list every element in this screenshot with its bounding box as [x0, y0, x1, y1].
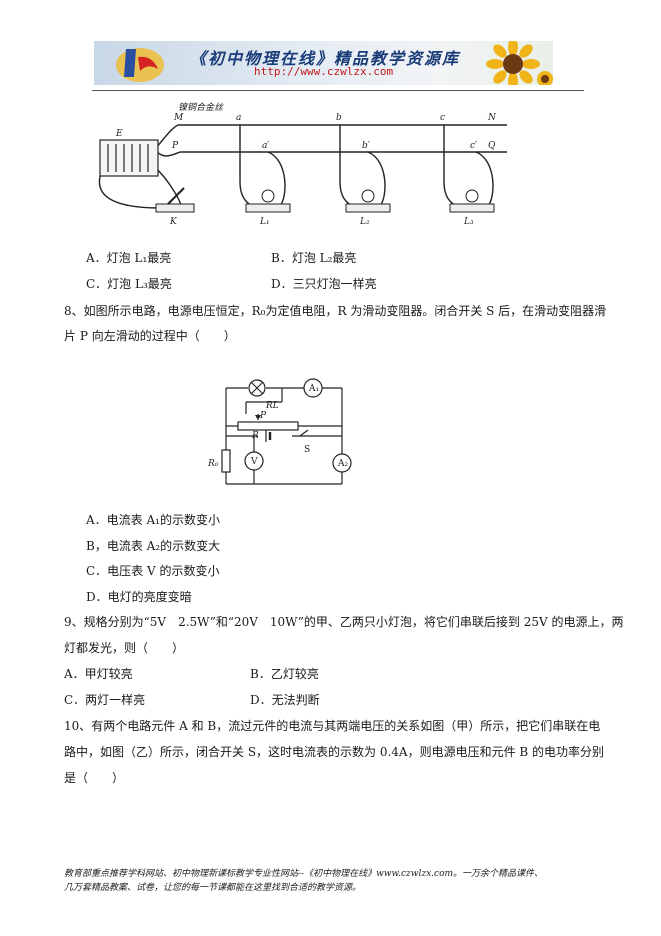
q9-stem-line1: 9、规格分别为“5V 2.5W”和“20V 10W”的甲、乙两只小灯泡，将它们串… [64, 615, 624, 629]
svg-text:RL: RL [265, 401, 279, 411]
svg-text:L₁: L₁ [259, 217, 270, 227]
svg-text:V: V [250, 457, 258, 467]
battery-icon [99, 139, 159, 177]
svg-text:c′: c′ [470, 141, 477, 151]
svg-text:a′: a′ [262, 141, 269, 151]
battery-icon [265, 430, 272, 442]
knife-switch-icon [155, 187, 195, 213]
q7-option-b: B．灯泡 L₂最亮 [271, 251, 357, 265]
resistor-r0-icon [221, 449, 231, 473]
svg-text:A₁: A₁ [308, 384, 319, 394]
q8-stem-line1: 8、如图所示电路，电源电压恒定，R₀为定值电阻，R 为滑动变阻器。闭合开关 S … [64, 304, 607, 318]
svg-text:Q: Q [488, 141, 496, 151]
svg-text:S: S [304, 445, 310, 455]
svg-text:b: b [336, 113, 342, 123]
svg-text:b′: b′ [362, 141, 370, 151]
q9-option-a: A．甲灯较亮 [64, 667, 133, 681]
header-rule [92, 90, 584, 91]
svg-text:L₂: L₂ [359, 217, 370, 227]
lamp-icon [248, 379, 266, 397]
q9-option-d: D．无法判断 [250, 693, 320, 707]
svg-text:c: c [440, 113, 445, 123]
q8-option-b: B，电流表 A₂的示数变大 [86, 539, 221, 553]
svg-text:a: a [236, 113, 241, 123]
svg-text:A₂: A₂ [337, 459, 348, 469]
svg-text:R: R [251, 431, 259, 441]
q9-stem-line2: 灯都发光，则（ ） [64, 641, 185, 655]
site-logo [116, 48, 164, 82]
banner-url[interactable]: http://www.czwlzx.com [254, 65, 394, 78]
q10-stem-line3: 是（ ） [64, 771, 125, 785]
q8-option-c: C．电压表 V 的示数变小 [86, 564, 220, 578]
sunflower-image [486, 41, 553, 85]
svg-text:K: K [169, 217, 178, 227]
ammeter-a2-icon [332, 453, 352, 473]
svg-text:L₃: L₃ [463, 217, 474, 227]
q10-stem-line1: 10、有两个电路元件 A 和 B，流过元件的电流与其两端电压的关系如图（甲）所示… [64, 719, 601, 733]
header-banner: 《初中物理在线》精品教学资源库 http://www.czwlzx.com [94, 41, 553, 85]
q7-wire-figure: 镍铜合金丝 E M N P Q K a b c a′ b′ c′ L₁ L₂ L… [98, 102, 507, 227]
q7-option-c: C．灯泡 L₃最亮 [86, 277, 172, 291]
q7-option-a: A．灯泡 L₁最亮 [86, 251, 172, 265]
bulb-board-icon [245, 189, 495, 213]
wire-label: 镍铜合金丝 [178, 102, 224, 113]
q8-circuit-diagram: A₁ A₂ V RL P R R₀ S [208, 378, 352, 485]
q8-stem-line2: 片 P 向左滑动的过程中（ ） [64, 329, 236, 343]
q9-option-c: C．两灯一样亮 [64, 693, 146, 707]
svg-text:P: P [171, 141, 179, 151]
svg-text:M: M [173, 113, 184, 123]
q10-stem-line2: 路中，如图（乙）所示，闭合开关 S，这时电流表的示数为 0.4A，则电源电压和元… [64, 745, 605, 759]
footer-line1: 教育部重点推荐学科网站、初中物理新课标教学专业性网站--《初中物理在线》www.… [64, 869, 544, 879]
q8-option-a: A．电流表 A₁的示数变小 [86, 513, 220, 527]
footer-line2: 几万套精品教案、试卷，让您的每一节课都能在这里找到合适的教学资源。 [64, 883, 362, 893]
svg-text:P: P [259, 411, 267, 421]
q7-option-d: D．三只灯泡一样亮 [271, 277, 377, 291]
banner-title: 《初中物理在线》精品教学资源库 [190, 49, 461, 68]
svg-text:R₀: R₀ [208, 459, 219, 469]
ammeter-a1-icon [303, 378, 323, 398]
q9-option-b: B．乙灯较亮 [250, 667, 319, 681]
voltmeter-icon [244, 451, 264, 471]
q8-option-d: D．电灯的亮度变暗 [86, 590, 192, 604]
svg-text:E: E [115, 129, 123, 139]
svg-text:N: N [487, 113, 497, 123]
